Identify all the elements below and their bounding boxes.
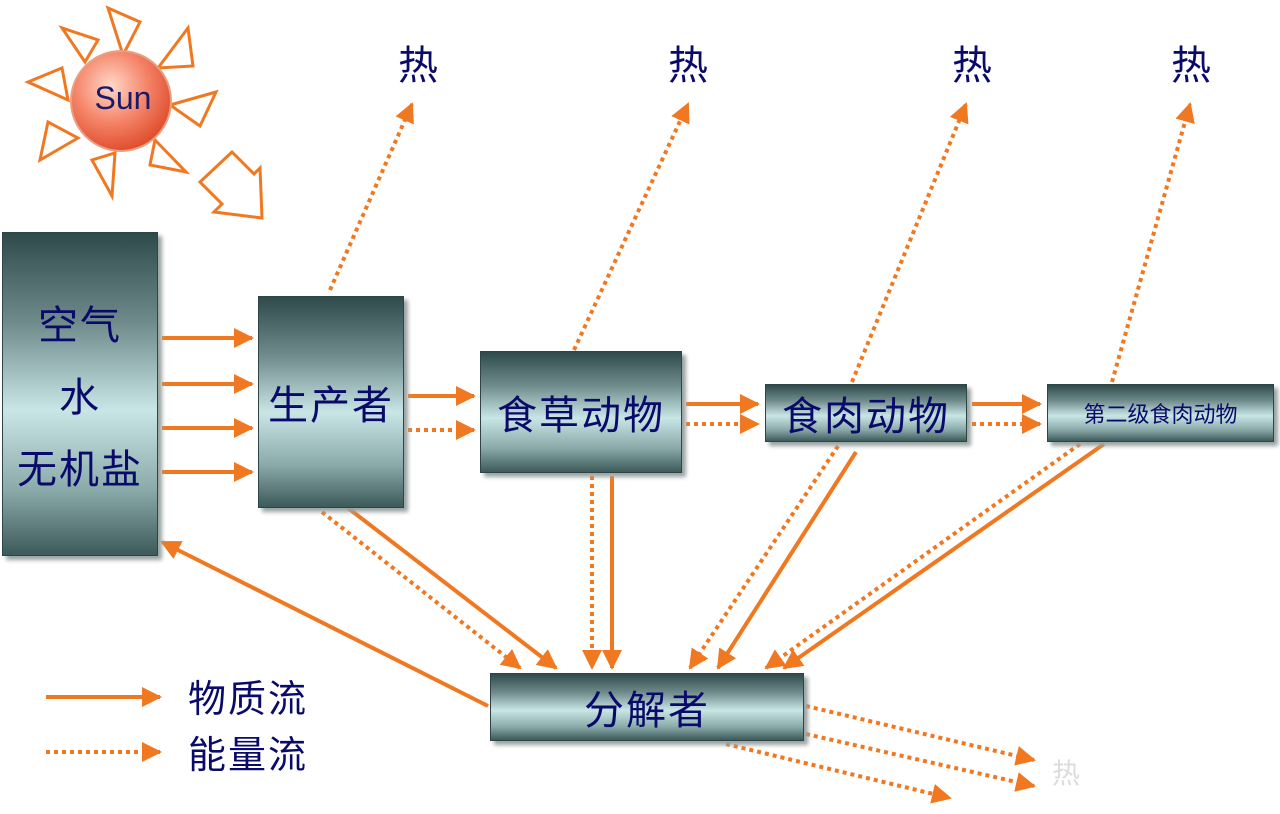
arrow-producer-to-heat	[328, 102, 414, 291]
arrow-carnivore2-to-decomposer-energy	[764, 442, 1082, 670]
environment-air-label: 空气	[38, 303, 122, 349]
producer-node: 生产者	[258, 296, 404, 508]
arrow-decomposer-heat-out-3	[725, 742, 952, 804]
secondary-carnivore-node: 第二级食肉动物	[1047, 384, 1274, 442]
heat-label-carnivore: 热	[952, 43, 992, 89]
arrow-carnivore-to-heat	[850, 102, 969, 383]
sun-label: Sun	[94, 80, 152, 116]
arrow-carnivore-to-decomposer-material	[716, 450, 858, 670]
legend-material-flow-label: 物质流	[188, 677, 309, 721]
sunlight-arrow-icon	[197, 149, 264, 220]
heat-label-decomposer: 热	[1052, 757, 1081, 790]
arrow-decomposer-to-environment	[160, 540, 489, 708]
arrow-carnivore2-to-decomposer-material	[782, 442, 1106, 670]
heat-label-herbivore: 热	[668, 43, 708, 89]
environment-salts-label: 无机盐	[17, 447, 143, 493]
producer-label: 生产者	[268, 383, 394, 429]
environment-node: 空气 水 无机盐	[2, 232, 158, 556]
arrow-producer-to-decomposer-material	[346, 506, 558, 670]
legend-energy-flow-label: 能量流	[188, 733, 309, 777]
environment-water-label: 水	[59, 375, 101, 421]
secondary-carnivore-label: 第二级食肉动物	[1083, 403, 1238, 428]
carnivore-label: 食肉动物	[782, 394, 950, 440]
herbivore-label: 食草动物	[497, 393, 665, 439]
herbivore-node: 食草动物	[480, 351, 682, 473]
arrow-carnivore2-to-heat	[1110, 102, 1195, 383]
arrow-decomposer-heat-out-2	[805, 732, 1036, 792]
heat-label-secondary-carnivore: 热	[1171, 43, 1211, 89]
carnivore-node: 食肉动物	[765, 384, 967, 442]
sun-icon	[24, 5, 219, 202]
arrow-decomposer-heat-out-1	[805, 704, 1036, 766]
arrow-producer-to-decomposer-energy	[320, 510, 522, 670]
decomposer-node: 分解者	[490, 673, 804, 741]
arrow-carnivore-to-decomposer-energy	[688, 444, 840, 670]
arrow-herbivore-to-heat	[572, 102, 690, 351]
heat-label-producer: 热	[398, 43, 438, 89]
decomposer-label: 分解者	[584, 688, 710, 734]
